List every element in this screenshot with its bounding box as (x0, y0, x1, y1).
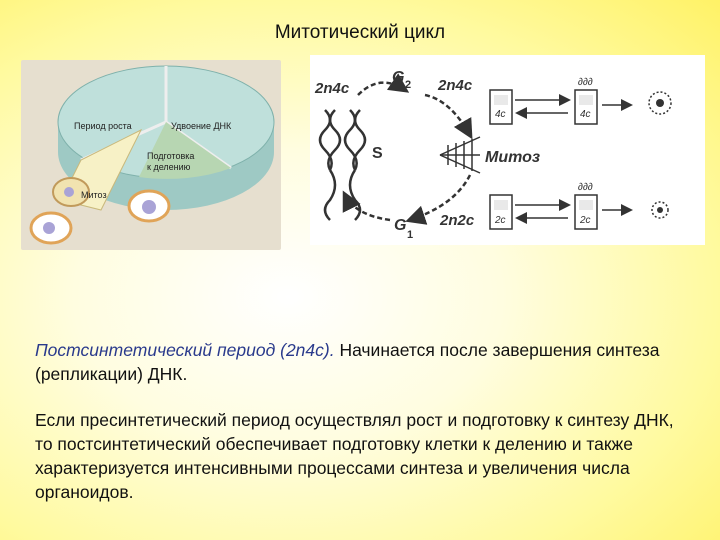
cell-icon-top (648, 91, 672, 115)
svg-text:2c: 2c (494, 215, 506, 226)
svg-text:4c: 4c (580, 109, 591, 120)
svg-text:1: 1 (407, 229, 413, 241)
svg-text:∂∂∂: ∂∂∂ (578, 182, 593, 193)
box-4c-top: 4c (489, 89, 513, 125)
label-2n4c-right: 2n4c (437, 77, 473, 94)
paragraph-1-term: Постсинтетический период (2n4c). (35, 340, 335, 360)
label-2n4c-left: 2n4c (314, 80, 350, 97)
label-prep-2: к делению (147, 162, 191, 172)
svg-text:4c: 4c (495, 109, 506, 120)
svg-text:2c: 2c (579, 215, 591, 226)
label-g1: G (394, 217, 406, 234)
cell-icon-bottom (651, 201, 669, 219)
paragraph-1: Постсинтетический период (2n4c). Начинае… (35, 338, 695, 386)
label-s: S (372, 145, 383, 162)
paragraph-1-rest: Начинается после завершения синтеза (реп… (35, 340, 660, 384)
label-dna-doubling: Удвоение ДНК (171, 121, 232, 131)
box-4c-top-2: 4c ∂∂∂ (574, 77, 598, 125)
box-2c-bottom-2: 2c ∂∂∂ (574, 182, 598, 230)
svg-text:∂∂∂: ∂∂∂ (578, 77, 593, 88)
cell-cycle-disk-figure: Период роста Удвоение ДНК Подготовка к д… (21, 60, 281, 250)
label-growth: Период роста (74, 121, 132, 131)
label-mitosis: Митоз (81, 190, 107, 200)
paragraph-2: Если пресинтетический период осуществлял… (35, 410, 674, 502)
label-mitosis-right: Митоз (485, 149, 540, 166)
label-g2: G (392, 69, 404, 86)
slide-title: Митотический цикл (274, 22, 446, 43)
svg-text:2: 2 (405, 79, 411, 91)
box-2c-bottom: 2c (489, 194, 513, 230)
chromosome-cycle-figure: 2n4c G 2 2n4c S Митоз G 1 2n2c (310, 55, 705, 245)
label-prep-1: Подготовка (147, 151, 194, 161)
spindle-icon (439, 136, 481, 174)
label-2n2c: 2n2c (439, 212, 475, 229)
chromosome-icon (318, 109, 367, 221)
